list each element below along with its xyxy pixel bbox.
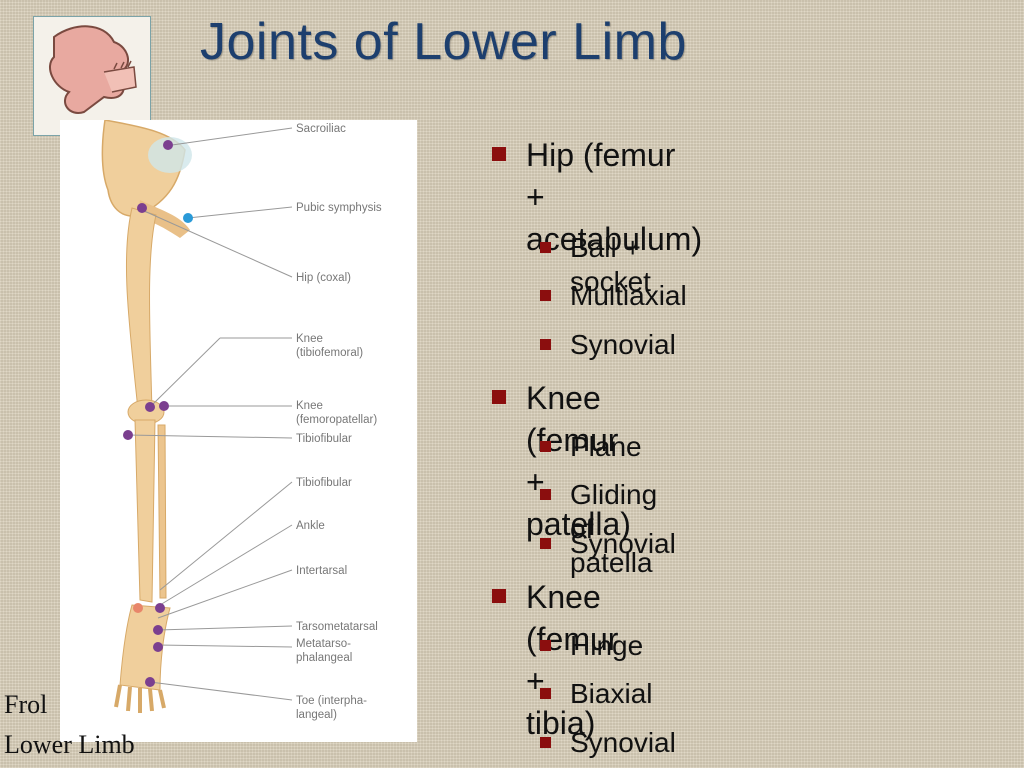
lower-limb-skeleton-illustration: Sacroiliac Pubic symphysis Hip (coxal) K… [101, 120, 382, 721]
lower-limb-figure: Sacroiliac Pubic symphysis Hip (coxal) K… [60, 120, 417, 742]
label-sacroiliac: Sacroiliac [296, 123, 346, 135]
label-tibiofibular-lower: Tibiofibular [296, 477, 352, 489]
sub-bullet-knee-tibia-3: Synovial [540, 727, 676, 758]
label-toe-interphalangeal-2: langeal) [296, 709, 337, 721]
anatomy-logo-icon [49, 25, 137, 114]
sub-bullet-knee-tibia-2: Biaxial [539, 678, 653, 709]
label-tibiofibular-upper: Tibiofibular [296, 433, 352, 445]
bullet-knee-tibia: Knee (femur + tibia) [491, 576, 618, 744]
sub-bullet-hip-2: Multiaxial [540, 280, 687, 311]
caption-line-1: Frol [4, 690, 48, 719]
label-knee-femoropatellar-1: Knee [296, 400, 323, 412]
sub-bullet-hip-3: Synovial [540, 329, 676, 360]
bullet-hip: Hip (femur + acetabulum) [491, 134, 703, 260]
label-tarsometatarsal: Tarsometatarsal [296, 621, 378, 633]
anatomy-logo [33, 16, 151, 136]
label-metatarsophalangeal-2: phalangeal [296, 652, 352, 664]
sub-bullet-knee-patella-2: Gliding of patella [539, 479, 658, 578]
sub-bullet-knee-patella-1: Plane [540, 431, 642, 462]
label-metatarsophalangeal-1: Metatarso- [296, 638, 351, 650]
label-knee-tibiofemoral-2: (tibiofemoral) [296, 347, 363, 359]
caption-line-2: Lower Limb [4, 730, 135, 759]
label-hip-coxal: Hip (coxal) [296, 272, 351, 284]
bullet-hip-text: Hip (femur + [526, 137, 676, 215]
sub-bullet-knee-tibia-1: Hinge [539, 630, 644, 661]
label-knee-tibiofemoral-1: Knee [296, 333, 323, 345]
sub-bullet-hip-1: Ball + socket [540, 232, 651, 297]
bullet-hip-text-cont: acetabulum) [526, 221, 703, 257]
label-toe-interphalangeal-1: Toe (interpha- [296, 695, 367, 707]
bullet-knee-patella: Knee (femur + patella) [492, 377, 631, 545]
label-ankle: Ankle [296, 520, 325, 532]
label-knee-femoropatellar-2: (femoropatellar) [296, 414, 377, 426]
label-pubic-symphysis: Pubic symphysis [296, 202, 382, 214]
label-intertarsal: Intertarsal [296, 565, 347, 577]
sub-bullet-knee-patella-3: Synovial [540, 528, 676, 559]
page-title: Joints of Lower Limb [200, 13, 687, 71]
